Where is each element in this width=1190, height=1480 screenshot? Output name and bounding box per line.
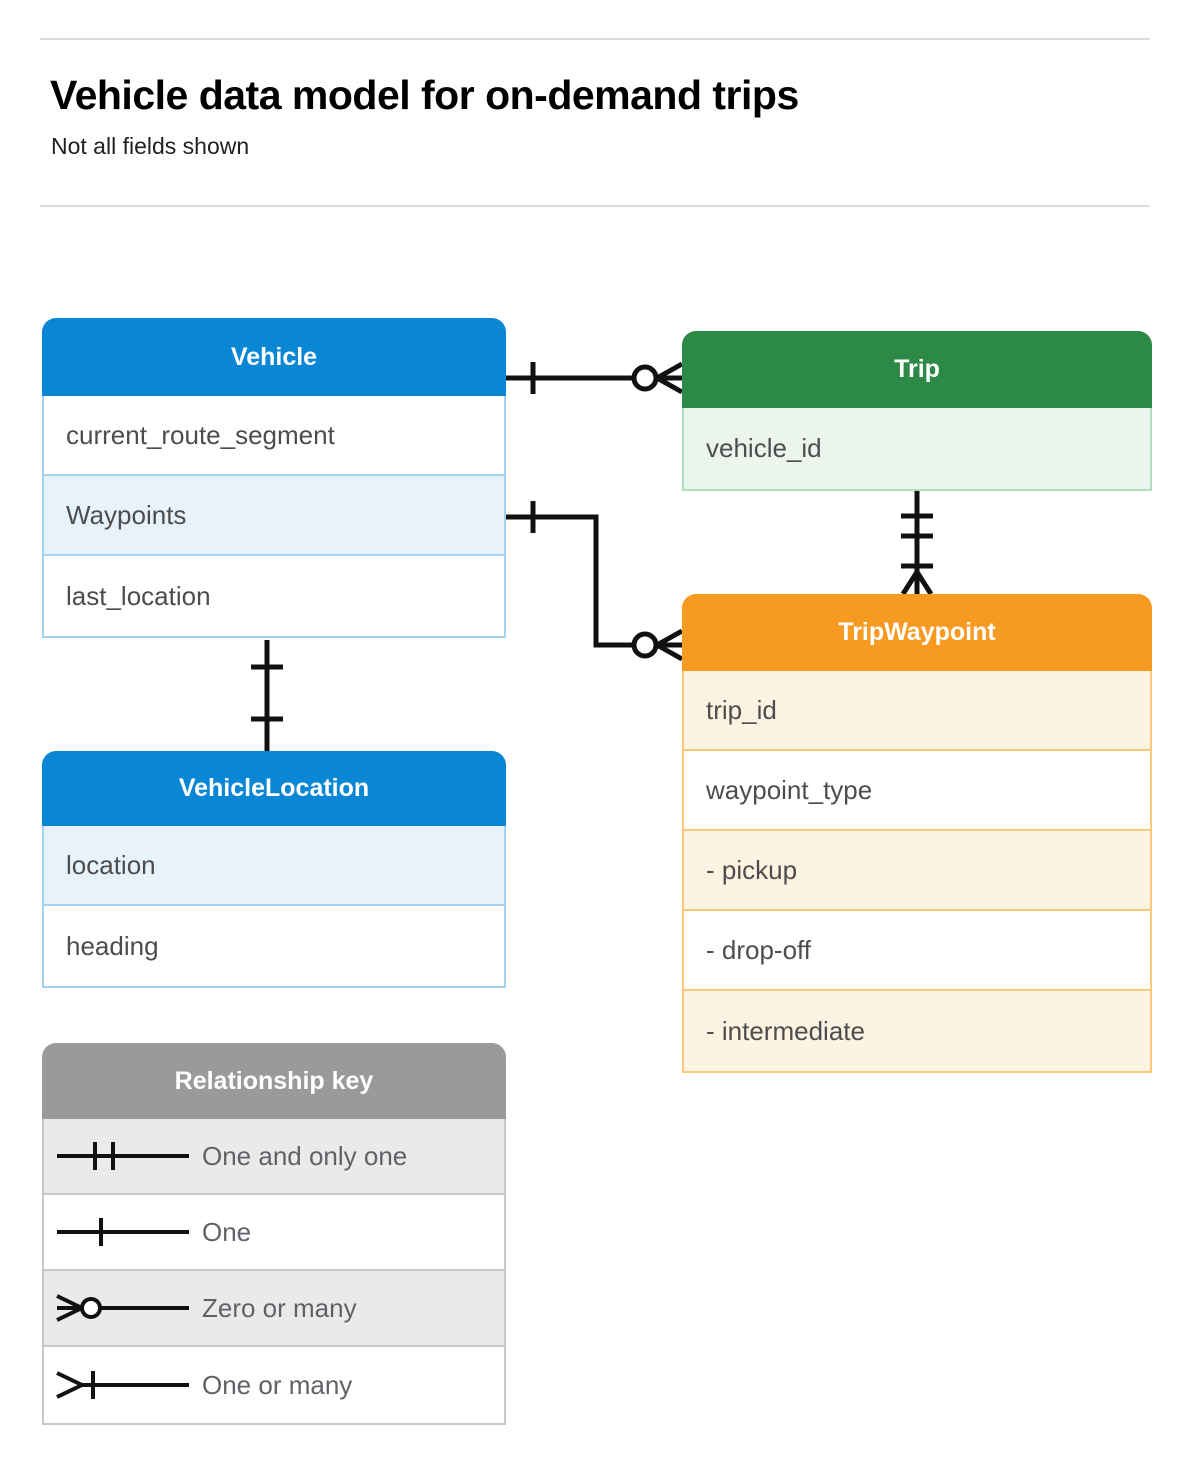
legend-item-zero-or-many: Zero or many: [44, 1271, 504, 1347]
entity-vehiclelocation-field-1[interactable]: heading: [44, 906, 504, 986]
header-divider-top: [40, 38, 1150, 40]
page-subtitle: Not all fields shown: [51, 133, 250, 159]
entity-tripwaypoint-field-4[interactable]: - intermediate: [684, 991, 1150, 1071]
legend-item-one-and-only-one: One and only one: [44, 1119, 504, 1195]
legend-item-label: One and only one: [202, 1140, 408, 1171]
relationship-key-rows: One and only one One: [42, 1119, 506, 1425]
page-title: Vehicle data model for on-demand trips: [50, 72, 799, 118]
entity-tripwaypoint-rows: trip_id waypoint_type - pickup - drop-of…: [682, 671, 1152, 1073]
entity-trip-field-0[interactable]: vehicle_id: [684, 408, 1150, 489]
entity-tripwaypoint-field-3[interactable]: - drop-off: [684, 911, 1150, 991]
entity-trip[interactable]: Trip vehicle_id: [682, 331, 1152, 491]
entity-tripwaypoint-header: TripWaypoint: [682, 594, 1152, 671]
entity-vehiclelocation-field-0[interactable]: location: [44, 826, 504, 906]
connector-vehicle-trip: [506, 361, 684, 395]
one-icon: [44, 1212, 202, 1252]
legend-item-one-or-many: One or many: [44, 1347, 504, 1423]
entity-vehicle-field-2[interactable]: last_location: [44, 556, 504, 636]
one-and-only-one-icon: [44, 1136, 202, 1176]
entity-trip-header: Trip: [682, 331, 1152, 408]
connector-trip-tripwaypoint: [900, 491, 934, 596]
entity-trip-rows: vehicle_id: [682, 408, 1152, 491]
entity-tripwaypoint-field-0[interactable]: trip_id: [684, 671, 1150, 751]
entity-vehiclelocation-rows: location heading: [42, 826, 506, 988]
entity-vehicle-field-0[interactable]: current_route_segment: [44, 396, 504, 476]
relationship-key-legend: Relationship key One and only one: [42, 1043, 506, 1425]
header-divider-bottom: [40, 205, 1150, 207]
entity-tripwaypoint-field-1[interactable]: waypoint_type: [684, 751, 1150, 831]
entity-vehicle-rows: current_route_segment Waypoints last_loc…: [42, 396, 506, 638]
entity-vehiclelocation[interactable]: VehicleLocation location heading: [42, 751, 506, 988]
relationship-key-header: Relationship key: [42, 1043, 506, 1119]
legend-item-label: One or many: [202, 1369, 353, 1400]
legend-item-label: One: [202, 1216, 252, 1247]
connector-vehicle-vehiclelocation: [251, 640, 283, 751]
one-or-many-icon: [44, 1365, 202, 1405]
zero-or-many-icon: [44, 1288, 202, 1328]
entity-vehicle-header: Vehicle: [42, 318, 506, 396]
entity-tripwaypoint[interactable]: TripWaypoint trip_id waypoint_type - pic…: [682, 594, 1152, 1073]
entity-vehicle-field-1[interactable]: Waypoints: [44, 476, 504, 556]
entity-vehicle[interactable]: Vehicle current_route_segment Waypoints …: [42, 318, 506, 638]
legend-item-label: Zero or many: [202, 1292, 357, 1323]
connector-waypoints-tripwaypoint: [506, 501, 684, 662]
legend-item-one: One: [44, 1195, 504, 1271]
entity-vehiclelocation-header: VehicleLocation: [42, 751, 506, 826]
entity-tripwaypoint-field-2[interactable]: - pickup: [684, 831, 1150, 911]
